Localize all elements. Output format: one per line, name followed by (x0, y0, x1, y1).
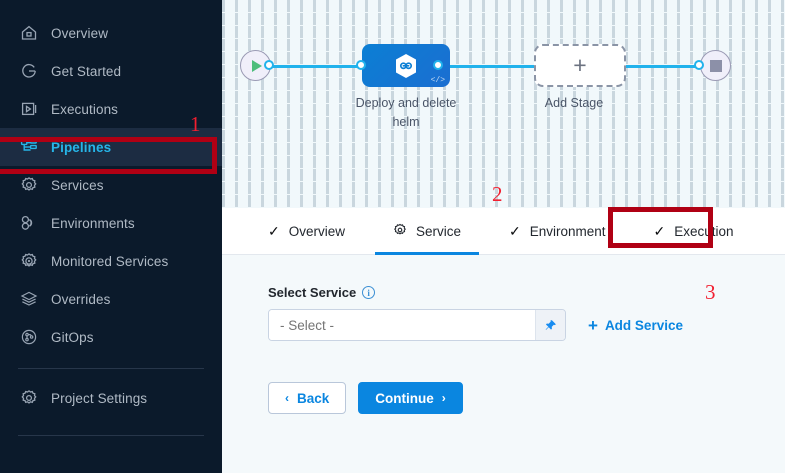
sidebar-item-overview[interactable]: Overview (0, 14, 222, 52)
layers-icon (20, 290, 38, 308)
sidebar-divider-top (18, 368, 204, 369)
check-icon: ✓ (653, 223, 666, 239)
add-service-label: Add Service (604, 317, 683, 333)
sidebar-item-overrides[interactable]: Overrides (0, 280, 222, 318)
sidebar-item-gitops[interactable]: GitOps (0, 318, 222, 356)
tab-label: Service (416, 223, 462, 239)
sidebar-item-label: Overview (51, 25, 109, 41)
add-stage-button[interactable]: + (534, 44, 626, 87)
tab-label: Execution (674, 223, 734, 239)
play-icon (252, 59, 262, 72)
environments-icon (20, 214, 38, 232)
stage-code-badge: </> (430, 76, 445, 85)
sidebar-item-project-settings[interactable]: Project Settings (0, 379, 222, 417)
sidebar-item-label: Pipelines (51, 139, 112, 155)
sidebar-item-pipelines[interactable]: Pipelines (0, 128, 222, 166)
stage-node-label: Deploy and delete helm (355, 96, 457, 129)
select-service-label-row: Select Service i (268, 285, 785, 300)
pin-icon[interactable] (535, 310, 565, 340)
sidebar-item-monitored-services[interactable]: Monitored Services (0, 242, 222, 280)
stage-tab-bar: ✓ Overview Service ✓ Environment ✓ Execu… (222, 208, 785, 255)
sidebar-item-label: Project Settings (51, 390, 148, 406)
sidebar-item-label: GitOps (51, 329, 94, 345)
connector-port (433, 60, 443, 70)
sidebar-item-label: Services (51, 177, 104, 193)
sidebar-item-services[interactable]: Services (0, 166, 222, 204)
tab-label: Environment (529, 223, 606, 239)
pipeline-start-node[interactable] (240, 50, 271, 81)
back-button[interactable]: ‹ Back (268, 382, 347, 414)
chevron-left-icon: ‹ (285, 391, 289, 405)
executions-icon (20, 100, 38, 118)
tab-service[interactable]: Service (369, 208, 485, 255)
back-button-label: Back (297, 390, 330, 406)
stage-node-deploy-and-delete-helm[interactable]: </> (362, 44, 450, 87)
tab-environment[interactable]: ✓ Environment (485, 208, 630, 255)
sidebar-item-environments[interactable]: Environments (0, 204, 222, 242)
select-service-input[interactable] (269, 310, 535, 340)
add-service-button[interactable]: + Add Service (588, 317, 683, 334)
chevron-right-icon: › (441, 391, 446, 405)
get-started-icon (20, 62, 38, 80)
sidebar: Overview Get Started Executions (0, 0, 222, 473)
main-panel: </> Deploy and delete helm + Add Stage ✓… (222, 0, 785, 473)
connector-port (694, 60, 704, 70)
info-icon[interactable]: i (362, 286, 376, 299)
plus-icon: + (588, 315, 598, 335)
pipelines-icon (20, 138, 38, 156)
annotation-number-1: 1 (190, 112, 201, 136)
connector-port (356, 60, 366, 70)
pipeline-end-node[interactable] (700, 50, 731, 81)
stop-icon (709, 59, 722, 72)
sidebar-item-label: Environments (51, 215, 135, 231)
annotation-number-2: 2 (492, 182, 503, 206)
pipeline-edge (268, 65, 393, 68)
form-actions: ‹ Back Continue › (268, 382, 785, 414)
sidebar-item-get-started[interactable]: Get Started (0, 52, 222, 90)
select-service-row: + Add Service (268, 309, 785, 341)
tab-overview[interactable]: ✓ Overview (244, 208, 369, 255)
check-icon: ✓ (268, 223, 280, 239)
check-icon: ✓ (509, 223, 521, 239)
annotation-number-3: 3 (705, 280, 716, 304)
monitored-services-icon (20, 252, 38, 270)
continue-button-label: Continue (375, 390, 434, 406)
select-service-control[interactable] (268, 309, 566, 341)
sidebar-item-executions[interactable]: Executions (0, 90, 222, 128)
pipeline-canvas[interactable]: </> Deploy and delete helm + Add Stage (222, 0, 785, 208)
sidebar-item-label: Overrides (51, 291, 111, 307)
sidebar-item-label: Monitored Services (51, 253, 169, 269)
connector-port (264, 60, 274, 70)
gitops-icon (20, 328, 38, 346)
gear-icon (393, 223, 407, 239)
gear-icon (20, 176, 38, 194)
home-icon (20, 24, 38, 42)
sidebar-item-label: Get Started (51, 63, 122, 79)
continue-button[interactable]: Continue › (358, 382, 463, 414)
tab-label: Overview (288, 223, 345, 239)
plus-icon: + (573, 52, 587, 78)
tab-execution[interactable]: ✓ Execution (630, 208, 758, 255)
add-stage-label: Add Stage (544, 96, 604, 110)
page-title: Select Service (268, 285, 357, 300)
service-form: Select Service i + Add Service (222, 255, 785, 473)
sidebar-item-label: Executions (51, 101, 119, 117)
harness-cd-hexagon-icon (394, 53, 418, 79)
gear-icon (20, 389, 38, 407)
pipeline-edge (626, 65, 716, 68)
pipeline-edge (442, 65, 560, 68)
sidebar-divider-bottom (18, 435, 204, 436)
